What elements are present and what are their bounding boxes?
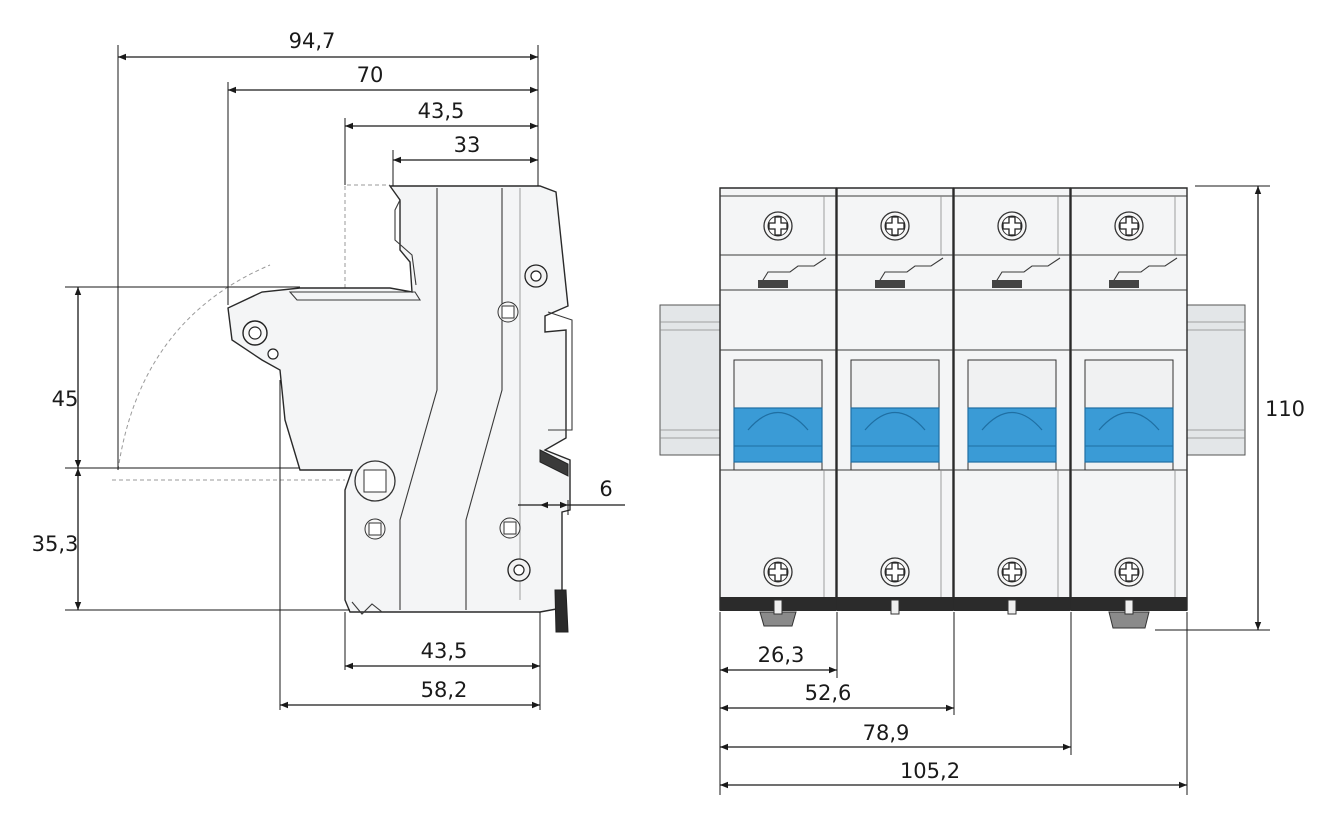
dim-label-33: 33 bbox=[454, 133, 481, 157]
dim-label-43-5-top: 43,5 bbox=[418, 99, 465, 123]
terminal-screw-icon bbox=[997, 557, 1027, 587]
handle-icon bbox=[733, 407, 823, 463]
dim-label-45: 45 bbox=[52, 387, 79, 411]
side-view: 94,7 70 43,5 33 45 35,3 6 43,5 58,2 bbox=[32, 29, 625, 710]
dim-label-105-2: 105,2 bbox=[900, 759, 960, 783]
terminal-screw-icon bbox=[1114, 557, 1144, 587]
pole-1 bbox=[719, 187, 837, 627]
side-body-outline bbox=[227, 185, 571, 613]
dim-label-70: 70 bbox=[357, 63, 384, 87]
dim-label-94-7: 94,7 bbox=[289, 29, 336, 53]
handle-icon bbox=[967, 407, 1057, 463]
bottom-latch bbox=[554, 589, 569, 633]
hidden-outline bbox=[344, 184, 390, 288]
pole-2 bbox=[836, 187, 954, 615]
dim-label-6: 6 bbox=[599, 477, 612, 501]
side-screw-icon bbox=[507, 558, 531, 582]
body-seam bbox=[399, 188, 438, 610]
dim-label-78-9: 78,9 bbox=[863, 721, 910, 745]
rivet-icon bbox=[354, 460, 396, 502]
terminal-screw-icon bbox=[880, 557, 910, 587]
terminal-screw-icon bbox=[1114, 211, 1144, 241]
dim-label-26-3: 26,3 bbox=[758, 643, 805, 667]
dim-label-43-5-bottom: 43,5 bbox=[421, 639, 468, 663]
dim-label-35-3: 35,3 bbox=[32, 532, 79, 556]
pole-4 bbox=[1070, 187, 1188, 629]
dim-label-52-6: 52,6 bbox=[805, 681, 852, 705]
terminal-screw-icon bbox=[997, 211, 1027, 241]
din-latch bbox=[539, 449, 569, 477]
handle-icon bbox=[1084, 407, 1174, 463]
din-clip bbox=[547, 311, 573, 431]
rivet-icon bbox=[499, 517, 521, 539]
handle-icon bbox=[850, 407, 940, 463]
rivet-icon bbox=[364, 518, 386, 540]
terminal-screw-icon bbox=[763, 557, 793, 587]
dim-label-110: 110 bbox=[1265, 397, 1305, 421]
terminal-screw-icon bbox=[763, 211, 793, 241]
front-view: 110 26,3 52,6 78,9 105,2 bbox=[659, 185, 1305, 795]
dim-label-58-2: 58,2 bbox=[421, 678, 468, 702]
lever-swing-arc bbox=[117, 264, 271, 471]
rivet-icon bbox=[497, 301, 519, 323]
lever-plate bbox=[288, 291, 421, 301]
side-screw-icon bbox=[524, 264, 548, 288]
pole-3 bbox=[953, 187, 1071, 615]
terminal-screw-icon bbox=[880, 211, 910, 241]
